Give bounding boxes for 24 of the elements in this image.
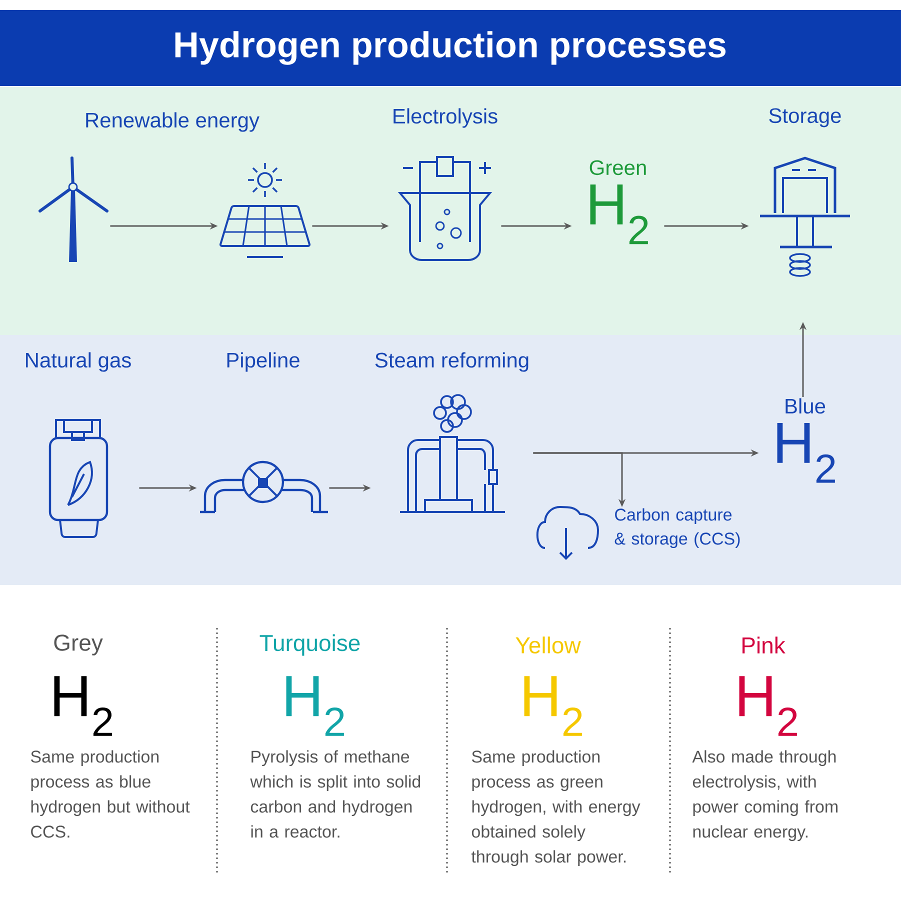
hydrogen-symbol: H$_{2}$ (54, 676, 112, 736)
hydrogen-label: Blue H$_{2}$ (777, 398, 835, 483)
wind-turbine-drawing (38, 156, 108, 262)
process-step: Natural gas (26, 352, 131, 372)
color-heading: Pink (742, 636, 786, 654)
process-step: Steam reforming (375, 352, 528, 372)
hydrogen-symbol: H$_{2}$ (524, 676, 582, 736)
section-heading: Renewable energy (86, 112, 260, 132)
color-heading: Grey (54, 634, 103, 656)
hydrogen-label: Green H$_{2}$ (590, 160, 648, 244)
color-heading: Yellow (516, 636, 581, 654)
hydrogen-symbol: H$_{2}$ (286, 676, 344, 736)
hydrogen-symbol: H$_{2}$ (739, 676, 797, 736)
process-step: Carbon capture & storage (CCS) (614, 508, 740, 548)
description: Also made through electrolysis, with power coming from nuclear energy. (692, 750, 838, 842)
description: Pyrolysis of methane which is split into solid carbon and hydrogen in a reactor. (250, 750, 420, 838)
solar-panel-drawing (220, 163, 310, 258)
color-heading: Turquoise (260, 634, 360, 656)
description: Same production process as green hydrogen, with energy obtained solely through solar power. (471, 750, 640, 866)
description: Same production process as blue hydrogen but without CCS. (30, 750, 190, 838)
process-step: Storage (769, 108, 841, 128)
process-step: Electrolysis (394, 108, 498, 128)
process-step: Pipeline (227, 352, 300, 372)
title-bar: Hydrogen production processes (0, 10, 901, 86)
